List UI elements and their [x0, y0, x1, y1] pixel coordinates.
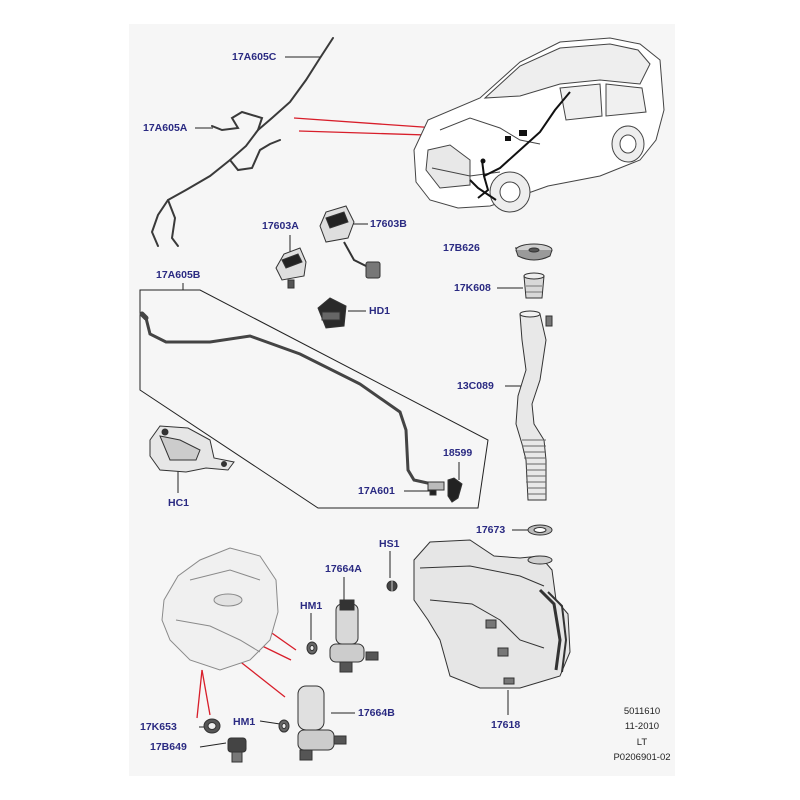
label-17A601: 17A601 [358, 485, 395, 497]
washer-hose-front [150, 37, 334, 247]
screw-hs1 [386, 580, 398, 592]
hose-clip-hd1 [317, 297, 347, 329]
rear-washer-hose [139, 311, 434, 486]
label-HM1-upper: HM1 [300, 600, 323, 612]
pump-grommet-lower [278, 719, 290, 733]
label-17B626: 17B626 [443, 242, 480, 254]
vehicle-bonnet-jets [480, 130, 527, 164]
leader-lines [177, 56, 530, 748]
washer-jet-right [319, 205, 381, 279]
level-sensor-17B649 [227, 737, 247, 763]
vehicle-hose-routing [469, 91, 571, 201]
filler-cap [515, 243, 553, 261]
label-17664A: 17664A [325, 563, 362, 575]
label-HM1-lower: HM1 [233, 716, 256, 728]
washer-pump-rear [297, 685, 347, 761]
label-17603A: 17603A [262, 220, 299, 232]
filler-strainer [523, 272, 545, 299]
hose-connector-18599 [447, 477, 463, 503]
label-17A605C: 17A605C [232, 51, 277, 63]
footer-ref: P0206901-02 [613, 752, 671, 763]
label-HD1: HD1 [369, 305, 391, 317]
washer-pump-front [329, 599, 379, 673]
label-17K608: 17K608 [454, 282, 491, 294]
label-HS1: HS1 [379, 538, 400, 550]
label-17A605A: 17A605A [143, 122, 188, 134]
label-17618: 17618 [491, 719, 521, 731]
bracket-hc1 [149, 425, 235, 473]
label-17B649: 17B649 [150, 741, 187, 753]
washer-jet-left [275, 247, 307, 289]
footer-code: 5011610 [623, 706, 661, 717]
label-17K653: 17K653 [140, 721, 177, 733]
label-13C089: 13C089 [457, 380, 494, 392]
label-HC1: HC1 [168, 497, 190, 509]
footer-lang: LT [636, 737, 648, 748]
label-17664B: 17664B [358, 707, 395, 719]
footer-date: 11-2010 [624, 721, 660, 732]
label-17A605B: 17A605B [156, 269, 201, 281]
washer-reservoir [413, 539, 571, 689]
pump-grommet-upper [306, 641, 318, 655]
sensor-grommet-17K653 [203, 718, 221, 734]
filler-neck [515, 310, 553, 501]
label-17673: 17673 [476, 524, 506, 536]
reservoir-context [161, 547, 279, 671]
label-17603B: 17603B [370, 218, 407, 230]
vehicle-illustration [413, 37, 665, 213]
hose-kit-frame [139, 283, 489, 509]
label-18599: 18599 [443, 447, 473, 459]
filler-seal [527, 524, 553, 536]
hose-connector-17A601 [427, 481, 445, 496]
